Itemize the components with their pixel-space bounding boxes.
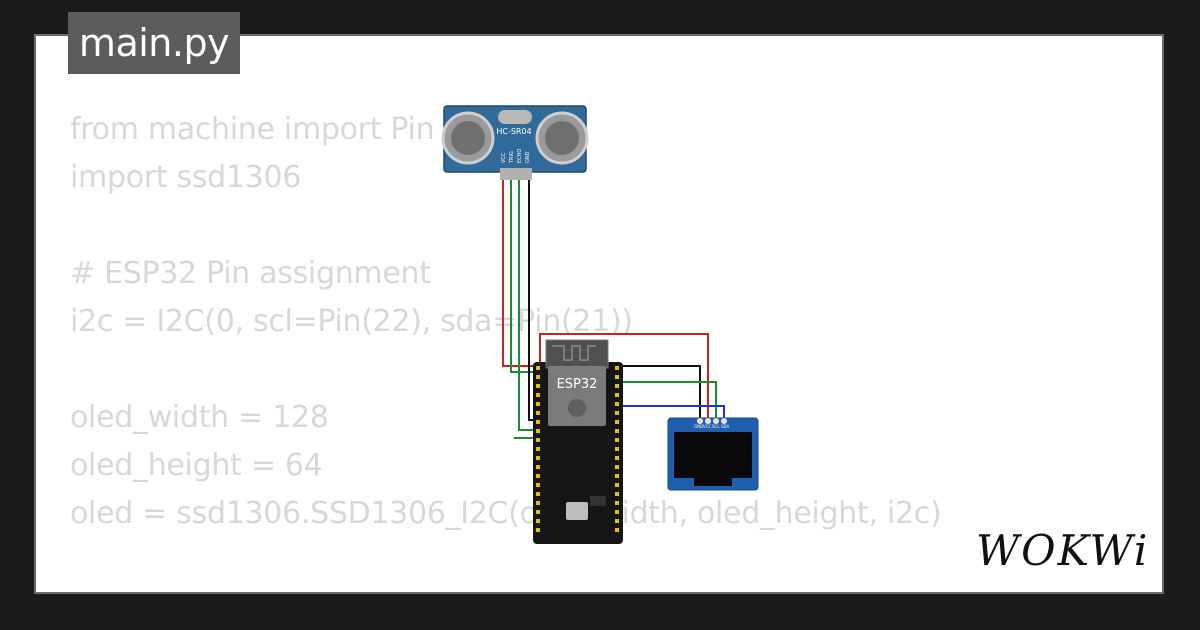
header-pin (615, 447, 619, 451)
code-line: oled = ssd1306.SSD1306_I2C(oled_width, o… (70, 496, 942, 531)
header-pin (615, 366, 619, 370)
header-pin (536, 429, 540, 433)
header-pin (615, 528, 619, 532)
oled-pin-sda: SDA (721, 424, 730, 429)
header-pin (615, 438, 619, 442)
oled-display[interactable]: GND VCC SCL SDA (667, 417, 759, 491)
board-pin-headers (536, 366, 619, 532)
header-pin (615, 420, 619, 424)
oled-pin-scl: SCL (712, 424, 720, 429)
header-pin (536, 483, 540, 487)
header-pin (615, 411, 619, 415)
oled-pin-gnd: GND (694, 424, 703, 429)
header-pin (615, 384, 619, 388)
code-preview: from machine import Pin import ssd1306 # E… (70, 106, 942, 592)
code-line: from machine import Pin (70, 112, 435, 147)
header-pin (536, 519, 540, 523)
header-pin (536, 420, 540, 424)
header-pin (615, 483, 619, 487)
header-pin (536, 528, 540, 532)
header-pin (615, 465, 619, 469)
sensor-label: HC-SR04 (496, 127, 531, 136)
header-pin (615, 519, 619, 523)
header-pin (536, 447, 540, 451)
header-pin (615, 501, 619, 505)
header-pin (615, 510, 619, 514)
header-pin (536, 393, 540, 397)
header-pin (536, 465, 540, 469)
header-pin (536, 411, 540, 415)
code-line: oled_height = 64 (70, 448, 323, 483)
sensor-pin-gnd: GND (525, 151, 531, 163)
code-line: # ESP32 Pin assignment (70, 256, 431, 291)
esp32-board[interactable]: ESP32 (533, 339, 623, 544)
sensor-pin-trig: TRIG (509, 151, 515, 164)
code-line: import ssd1306 (70, 160, 302, 195)
ultrasonic-sensor[interactable]: HC-SR04 VCC TRIG ECHO GND (441, 105, 589, 180)
header-pin (536, 375, 540, 379)
sensor-pin-vcc: VCC (501, 152, 507, 163)
oled-pin-vcc: VCC (703, 424, 712, 429)
header-pin (615, 402, 619, 406)
header-pin (536, 456, 540, 460)
sensor-pin-echo: ECHO (517, 149, 523, 163)
header-pin (536, 510, 540, 514)
header-pin (536, 366, 540, 370)
header-pin (536, 501, 540, 505)
code-line: oled_width = 128 (70, 400, 329, 435)
file-tab[interactable]: main.py (68, 12, 240, 74)
header-pin (615, 474, 619, 478)
wokwi-logo: WOKWi (976, 526, 1150, 575)
board-label: ESP32 (557, 377, 598, 392)
header-pin (615, 456, 619, 460)
code-line: i2c = I2C(0, scl=Pin(22), sda=Pin(21)) (70, 304, 633, 339)
header-pin (615, 375, 619, 379)
header-pin (536, 474, 540, 478)
header-pin (536, 384, 540, 388)
header-pin (536, 402, 540, 406)
header-pin (536, 492, 540, 496)
header-pin (615, 393, 619, 397)
header-pin (536, 438, 540, 442)
header-pin (615, 492, 619, 496)
header-pin (615, 429, 619, 433)
